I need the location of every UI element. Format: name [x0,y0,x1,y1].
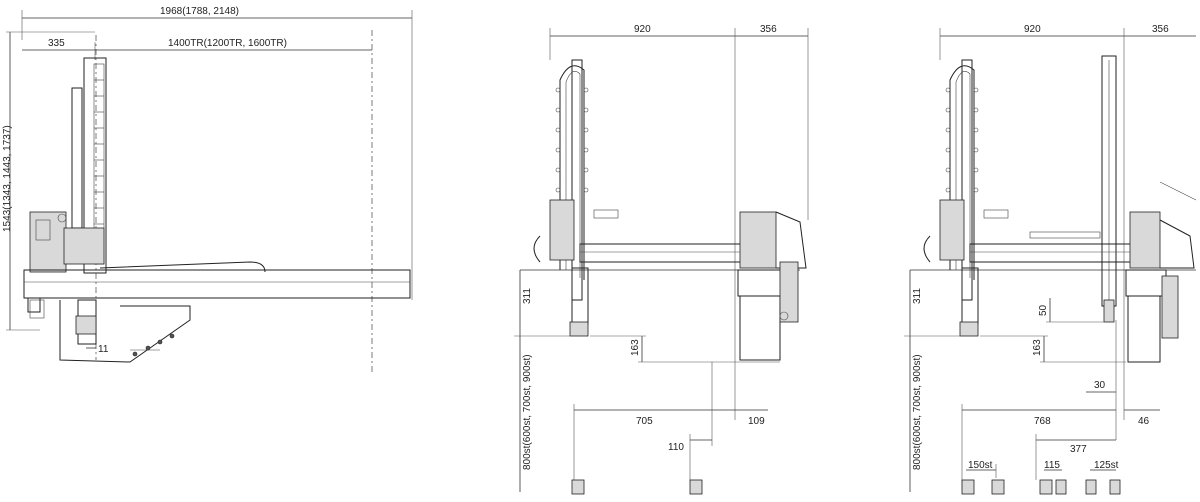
dim-width-side-2: 356 [1152,24,1169,35]
side-view: 1968(1788, 2148) 335 1400TR(1200TR, 1600… [2,6,413,372]
dim-drop-2: 163 [1032,339,1043,356]
dim-offset-a-2: 768 [1034,416,1051,427]
dim-top-height-2: 311 [912,288,923,304]
dim-gap-50: 50 [1038,304,1049,316]
dim-top-height: 311 [522,288,533,304]
dim-traverse: 1400TR(1200TR, 1600TR) [168,38,287,49]
dim-offset-a: 705 [636,416,653,427]
dim-left-offset: 335 [48,38,65,49]
dim-sub-stroke-1: 150st [968,460,993,471]
dim-offset-b: 109 [748,416,765,427]
dim-offset-30: 30 [1094,380,1106,391]
dim-stroke: 800st(600st, 700st, 900st) [522,354,533,470]
dim-sub-stroke-2: 115 [1044,460,1060,471]
bolt-markers [132,333,175,357]
dim-overall-height: 1543(1343, 1443, 1737) [2,125,13,232]
dim-offset-b-2: 46 [1138,416,1150,427]
dim-overall-width: 1968(1788, 2148) [160,6,239,17]
dim-small-gap: 11 [98,344,109,355]
dim-width-main-2: 920 [1024,24,1041,35]
dim-drop: 163 [630,339,641,356]
dim-stroke-2: 800st(600st, 700st, 900st) [912,354,923,470]
dim-offset-c-2: 377 [1070,444,1087,455]
dim-width-side: 356 [760,24,777,35]
front-view-2: 920 356 [904,24,1197,495]
front-view-1: 920 356 [514,24,809,495]
dim-width-main: 920 [634,24,651,35]
dim-offset-c: 110 [668,442,684,453]
dim-sub-stroke-3: 125st [1094,460,1119,471]
